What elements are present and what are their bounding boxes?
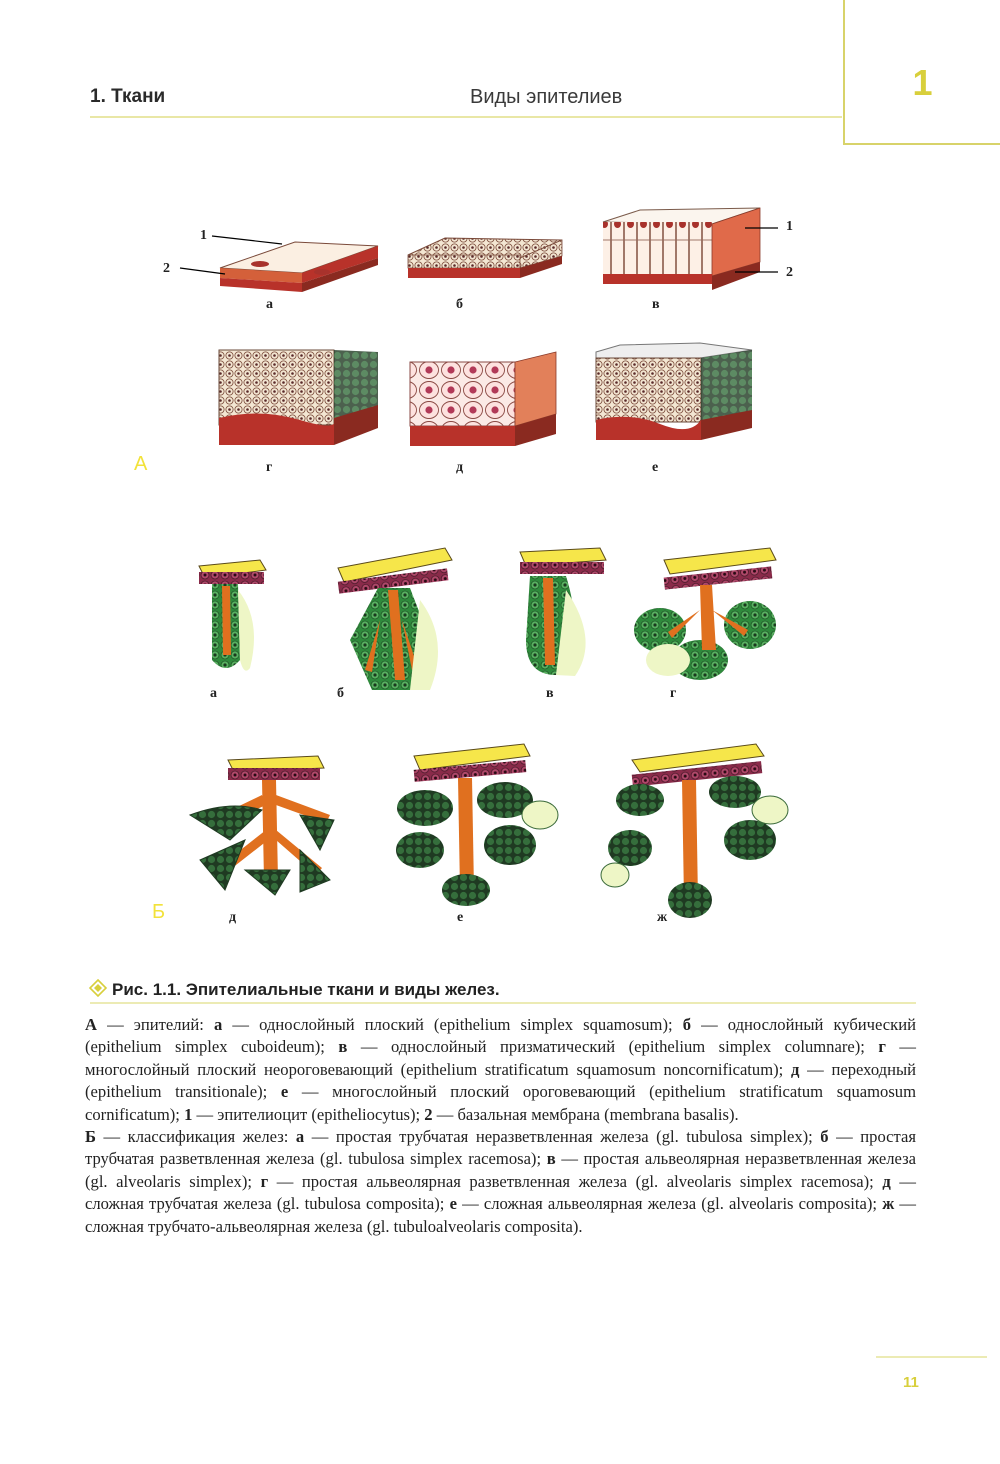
figure-caption-title: Рис. 1.1. Эпителиальные ткани и виды жел… <box>112 980 500 999</box>
header-divider <box>90 116 842 118</box>
callout-1-c: 1 <box>786 219 793 234</box>
caption-text: — сложная трубчатая железа (gl. tubulosa… <box>85 1171 916 1214</box>
caption-key: е <box>449 1194 457 1214</box>
gland-f-compound-alveolar <box>396 743 559 906</box>
caption-key: в <box>338 1037 348 1057</box>
caption-key: г <box>878 1037 886 1057</box>
page-number: 11 <box>903 1374 919 1391</box>
caption-paragraph-A: А — эпителий: а — однослойный плоский (e… <box>85 1014 916 1126</box>
label-B-c: в <box>546 686 554 701</box>
caption-diamond-icon <box>88 978 108 998</box>
caption-text: — многослойный плоский ороговевающий (ep… <box>85 1082 916 1124</box>
caption-text: — простая трубчатая разветвленная железа… <box>85 1127 916 1169</box>
caption-key: 1 <box>184 1104 193 1124</box>
callout-1-a: 1 <box>200 228 207 243</box>
caption-key: б <box>820 1127 829 1147</box>
label-B-b: б <box>337 686 344 701</box>
gland-c-simple-alveolar <box>519 547 607 676</box>
section-title: 1. Ткани <box>90 86 166 107</box>
label-B-d: г <box>670 686 677 701</box>
caption-key: е <box>280 1082 289 1102</box>
gland-e-compound-tubular <box>188 755 335 896</box>
epithelium-e-transitional <box>409 351 557 446</box>
epithelium-f-keratinized <box>595 342 753 440</box>
gland-g-compound-tubuloalveolar <box>600 743 789 918</box>
footer-divider <box>876 1356 987 1358</box>
epithelium-d-stratified <box>218 349 378 445</box>
caption-text: — простая альвеолярная неразветвленная ж… <box>85 1149 917 1191</box>
gland-a-simple-tubular <box>198 559 267 671</box>
label-A-b: б <box>456 297 463 312</box>
label-A-a: а <box>266 297 273 312</box>
caption-key: ж <box>882 1194 895 1214</box>
caption-B-lead: Б <box>85 1127 96 1147</box>
caption-divider <box>90 1002 916 1004</box>
caption-text: — однослойный призматический (epithelium… <box>347 1037 879 1057</box>
caption-text: — базальная мембрана (membrana basalis). <box>432 1104 739 1124</box>
caption-key: а <box>295 1127 305 1147</box>
figure-caption-body: А — эпителий: а — однослойный плоский (e… <box>85 1014 916 1238</box>
caption-key: а <box>214 1015 223 1034</box>
caption-text: — однослойный плоский (epithelium simple… <box>222 1015 683 1034</box>
callout-2-c: 2 <box>786 265 793 280</box>
caption-key: в <box>546 1149 556 1169</box>
label-B-f: е <box>457 910 464 925</box>
label-B-g: ж <box>657 910 668 925</box>
caption-text: — сложная альвеолярная железа (gl. alveo… <box>456 1194 883 1214</box>
epithelium-c-columnar <box>602 207 778 290</box>
running-title: Виды эпителиев <box>470 86 623 108</box>
panel-A-label: А <box>134 453 148 475</box>
caption-A-lead: А <box>85 1015 97 1034</box>
callout-2-a: 2 <box>163 261 170 276</box>
label-A-d: г <box>266 460 273 475</box>
caption-key: д <box>882 1171 891 1191</box>
epithelium-b-cuboidal <box>407 237 563 278</box>
epithelium-a-squamous <box>179 235 379 292</box>
caption-text: — однослойный кубический (epithelium sim… <box>85 1015 916 1057</box>
gland-b-branched-tubular <box>337 547 453 690</box>
gland-d-branched-alveolar <box>634 547 777 680</box>
caption-A-intro: — эпителий: <box>96 1015 215 1034</box>
caption-key: д <box>791 1059 800 1079</box>
panel-B-label: Б <box>152 901 166 923</box>
caption-key: б <box>682 1015 691 1034</box>
chapter-number: 1 <box>912 62 933 103</box>
chapter-tab: 1 <box>843 0 1000 145</box>
caption-text: — эпителиоцит (epitheliocytus); <box>192 1104 425 1124</box>
caption-B-intro: — классификация желез: <box>95 1127 296 1147</box>
caption-text: — многослойный плоский неороговевающий (… <box>85 1037 916 1079</box>
label-A-e: д <box>456 460 464 475</box>
caption-text: — простая трубчатая неразветвленная желе… <box>304 1127 821 1147</box>
caption-text: — переходный (epithelium transitionale); <box>85 1059 916 1102</box>
label-B-e: д <box>229 910 237 925</box>
label-B-a: а <box>210 686 217 701</box>
caption-key: г <box>260 1171 269 1191</box>
caption-text: — сложная трубчато-альвеолярная железа (… <box>85 1194 917 1236</box>
label-A-c: в <box>652 297 660 312</box>
caption-text: — простая альвеолярная разветвленная жел… <box>268 1171 883 1191</box>
label-A-f: е <box>652 460 659 475</box>
caption-paragraph-B: Б — классификация желез: а — простая тру… <box>85 1126 916 1238</box>
caption-key: 2 <box>424 1104 433 1124</box>
